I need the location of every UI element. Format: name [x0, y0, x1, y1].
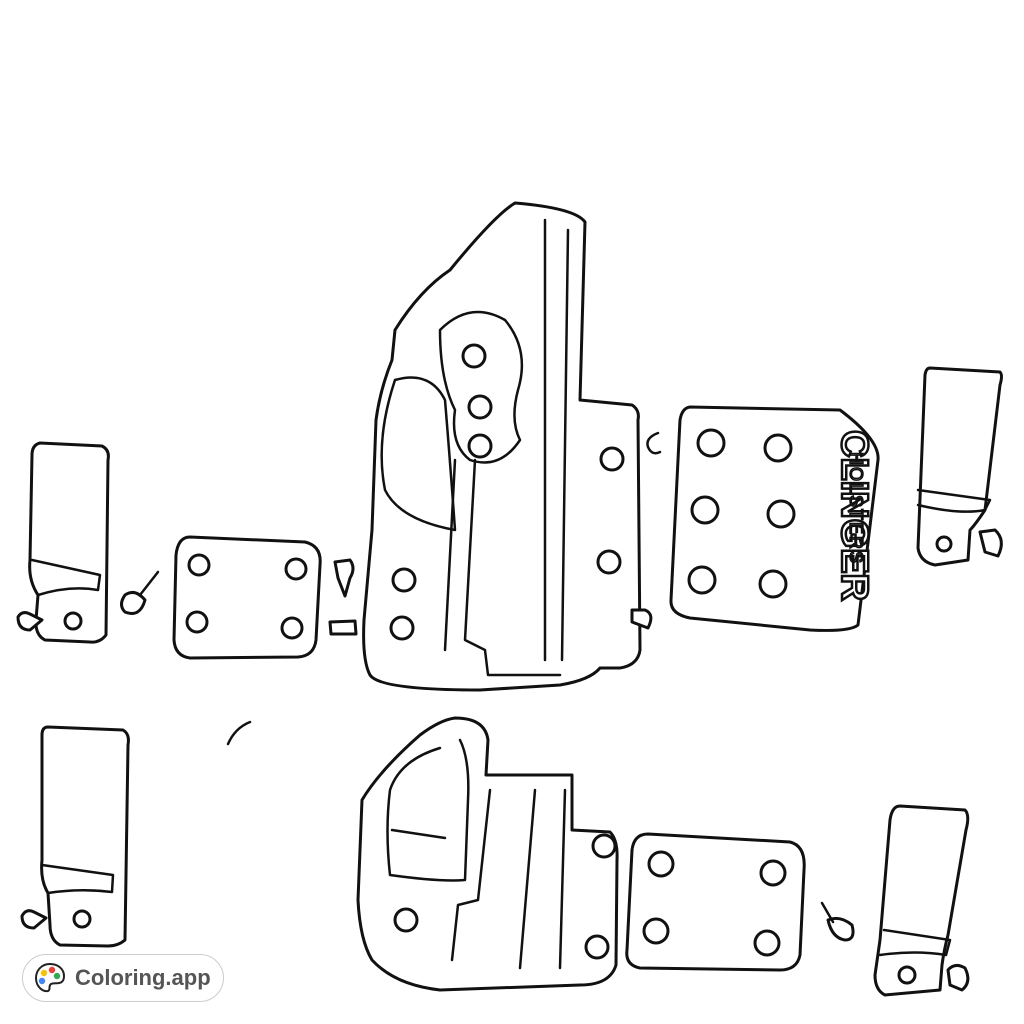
badge-label: Coloring.app: [75, 965, 211, 990]
belt-clip-bottom-right: [873, 804, 970, 997]
palette-icon: [34, 962, 66, 993]
brand-logo-holsters: HOLSTERS: [846, 452, 866, 565]
coloring-app-badge[interactable]: Coloring.app: [22, 954, 224, 1002]
spacer-plate-bottom: [625, 832, 806, 972]
spacer-plate-left: [172, 535, 322, 660]
brand-logo-clinger: CLINGER: [833, 430, 875, 601]
belt-clip-top-right: [916, 366, 1003, 567]
belt-clip-top-left: [16, 441, 110, 644]
main-holster: [362, 201, 662, 692]
lower-holster: [356, 716, 619, 992]
screws: [120, 558, 855, 942]
clinger-plate: CLINGER HOLSTERS: [669, 405, 880, 632]
belt-clip-bottom-left: [20, 725, 130, 948]
